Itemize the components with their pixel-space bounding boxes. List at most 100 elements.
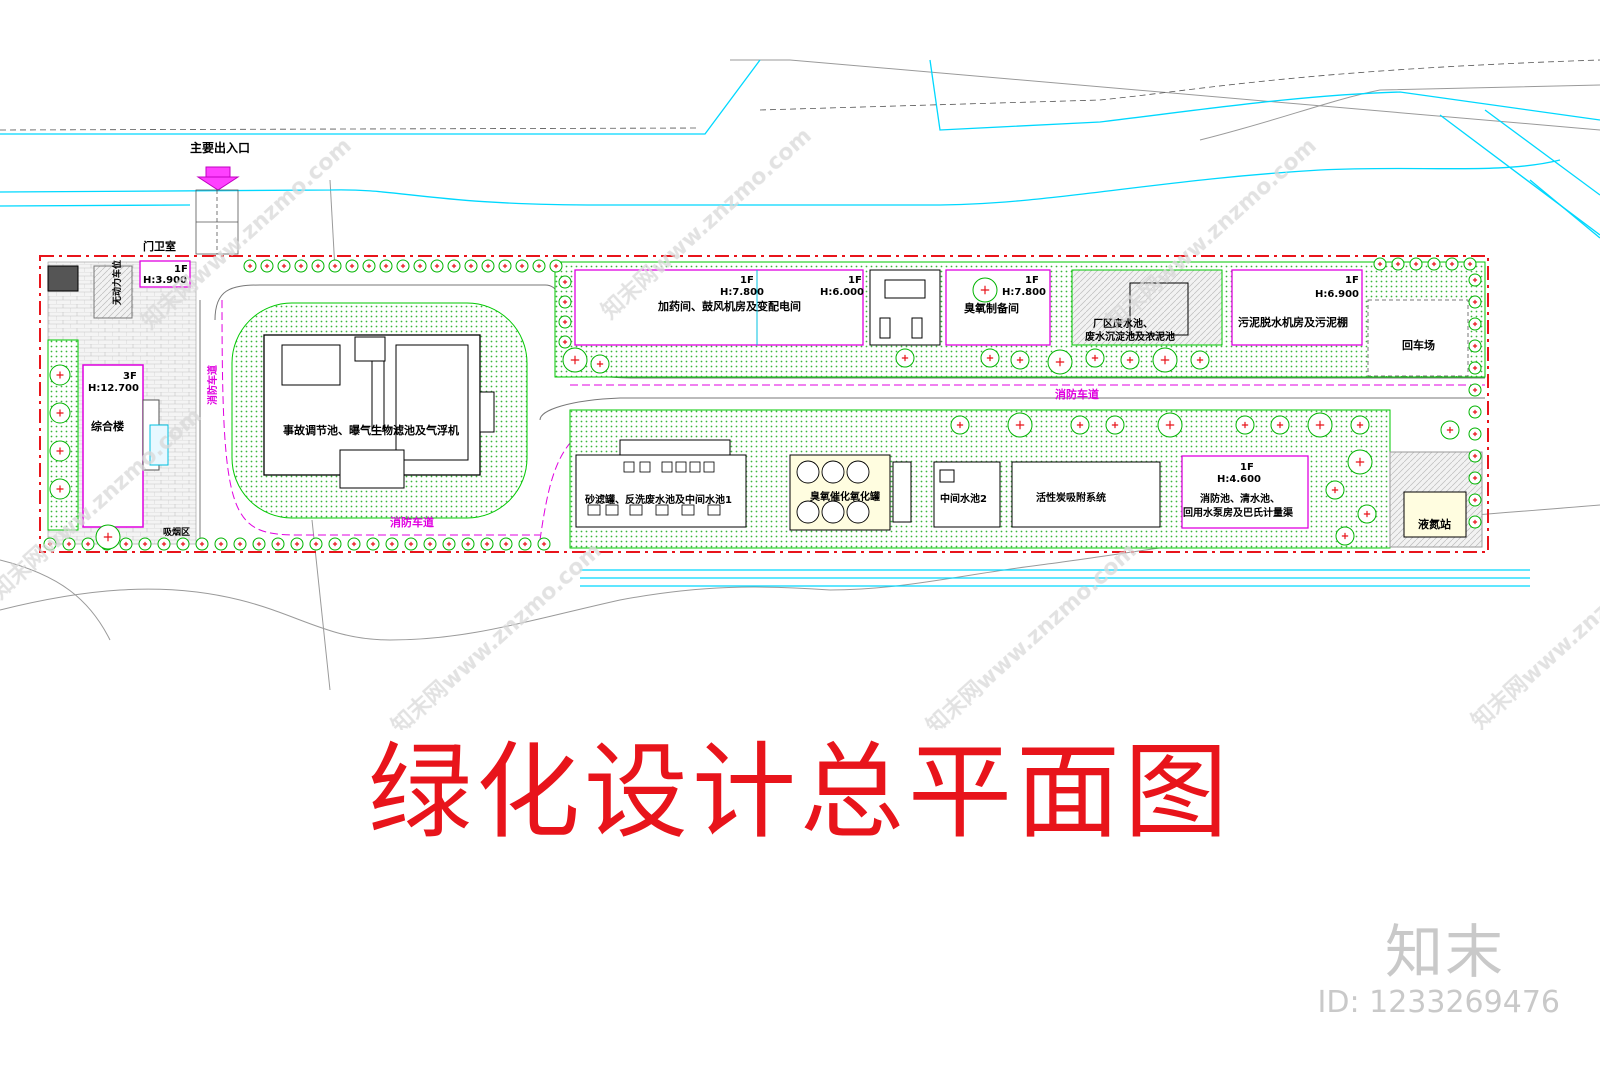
turnaround-label: 回车场 xyxy=(1402,338,1435,352)
middle-pool-2-block xyxy=(933,461,1001,528)
nitrogen-station-label: 液氮站 xyxy=(1418,517,1451,531)
guard-floor: 1F xyxy=(174,264,188,275)
tree-symbol xyxy=(1010,350,1030,370)
fire-pool-building xyxy=(1181,455,1309,529)
tree-symbol xyxy=(362,259,376,273)
tree-symbol xyxy=(558,335,572,349)
tree-symbol xyxy=(309,537,323,551)
tree-symbol xyxy=(1350,415,1370,435)
tree-symbol xyxy=(1070,415,1090,435)
tree-symbol xyxy=(95,524,121,550)
ozone-building xyxy=(945,269,1051,346)
sludge-floor: 1F xyxy=(1345,275,1359,286)
sludge-building-label: 污泥脱水机房及污泥棚 xyxy=(1238,315,1348,329)
catalytic-tanks xyxy=(796,460,870,524)
dosing-height-a: H:7.800 xyxy=(720,287,764,298)
tree-symbol xyxy=(1468,273,1482,287)
tree-symbol xyxy=(1427,257,1441,271)
tree-symbol xyxy=(518,537,532,551)
drawing-title: 绿化设计总平面图 xyxy=(367,731,1232,853)
tree-symbol xyxy=(1085,348,1105,368)
wastewater-pool-label-2: 废水沉淀池及浓泥池 xyxy=(1085,330,1175,343)
tree-symbol xyxy=(1468,493,1482,507)
tree-symbol xyxy=(328,537,342,551)
tree-symbol xyxy=(480,537,494,551)
tree-symbol xyxy=(49,478,71,500)
tree-symbol xyxy=(1007,412,1033,438)
dashed-line xyxy=(0,59,1600,131)
watermark-6: 知末网www.znzmo.com xyxy=(1467,533,1600,730)
tree-symbol xyxy=(447,259,461,273)
dosing-building-label: 加药间、鼓风机房及变配电间 xyxy=(657,299,801,313)
complex-floor: 3F xyxy=(123,371,137,382)
tree-symbol xyxy=(345,259,359,273)
tree-symbol xyxy=(1468,383,1482,397)
tree-symbol xyxy=(49,364,71,386)
tree-symbol xyxy=(1468,515,1482,529)
complex-height: H:12.700 xyxy=(88,383,139,394)
guard-room-label: 门卫室 xyxy=(143,239,176,253)
dosing-floor-b: 1F xyxy=(848,275,862,286)
tree-symbol xyxy=(1307,412,1333,438)
tree-symbol xyxy=(1468,295,1482,309)
tree-symbol xyxy=(311,259,325,273)
accident-pool-label: 事故调节池、曝气生物滤池及气浮机 xyxy=(283,423,459,437)
tree-symbol xyxy=(558,275,572,289)
guard-room xyxy=(139,260,191,288)
entrance-arrow-head xyxy=(196,176,240,191)
tree-symbol xyxy=(1409,257,1423,271)
tree-symbol xyxy=(347,537,361,551)
tree-symbol xyxy=(980,348,1000,368)
tree-symbol xyxy=(1468,427,1482,441)
brand-logo: 知末 xyxy=(1384,918,1505,986)
activated-carbon-block xyxy=(1011,461,1161,528)
tree-symbol xyxy=(277,259,291,273)
tree-symbol xyxy=(1440,420,1460,440)
tree-symbol xyxy=(379,259,393,273)
sand-filter-block xyxy=(575,454,747,528)
smoking-area-label: 吸烟区 xyxy=(163,526,190,538)
ozone-building-label: 臭氧制备间 xyxy=(964,301,1019,315)
tree-symbol xyxy=(1357,504,1377,524)
tree-symbol xyxy=(558,295,572,309)
tree-symbol xyxy=(366,537,380,551)
tree-symbol xyxy=(290,537,304,551)
dosing-height-b: H:6.000 xyxy=(820,287,864,298)
complex-name: 综合楼 xyxy=(91,419,124,433)
unpowered-parking-area xyxy=(93,265,133,319)
tree-symbol xyxy=(1335,526,1355,546)
tree-symbol xyxy=(1270,415,1290,435)
tree-symbol xyxy=(499,537,513,551)
tree-symbol xyxy=(1047,349,1073,375)
ozone-floor: 1F xyxy=(1025,275,1039,286)
tree-symbol xyxy=(1152,347,1178,373)
tree-symbol xyxy=(243,259,257,273)
nitrogen-station xyxy=(1403,491,1467,538)
fire-lane-label-south: 消防车道 xyxy=(390,515,434,529)
wastewater-pool-label: 厂区废水池、 xyxy=(1093,317,1153,330)
ozone-catalytic-label: 臭氧催化氧化罐 xyxy=(810,490,880,503)
south-row: 砂滤罐、反洗废水池及中间水池1 臭氧催化氧化罐 中间水池2 活性炭吸附系统 1F… xyxy=(569,409,1483,549)
site-boundary xyxy=(39,255,1489,553)
tree-symbol xyxy=(532,259,546,273)
site-plan: 主要出入口 无动力车位 3F H:12.700 综合楼 门卫室 1F H:3.9… xyxy=(0,59,1600,730)
tree-symbol xyxy=(1105,415,1125,435)
sludge-building xyxy=(1231,269,1363,346)
tree-symbol xyxy=(1445,257,1459,271)
tree-symbol xyxy=(404,537,418,551)
tree-symbol xyxy=(233,537,247,551)
fire-lane-label-west: 消防车道 xyxy=(206,365,219,405)
tree-symbol xyxy=(385,537,399,551)
tree-symbol xyxy=(294,259,308,273)
tree-symbol xyxy=(81,537,95,551)
tree-symbol xyxy=(461,537,475,551)
utility-block xyxy=(869,269,941,346)
tree-symbol xyxy=(1190,350,1210,370)
tree-symbol xyxy=(119,537,133,551)
watermark-4: 知末网www.znzmo.com xyxy=(387,538,607,730)
main-entrance: 主要出入口 xyxy=(190,140,250,255)
activated-carbon-label: 活性炭吸附系统 xyxy=(1036,491,1106,504)
tree-symbol xyxy=(1468,317,1482,331)
fire-lane-label-north: 消防车道 xyxy=(1055,387,1099,401)
tree-symbol xyxy=(138,537,152,551)
